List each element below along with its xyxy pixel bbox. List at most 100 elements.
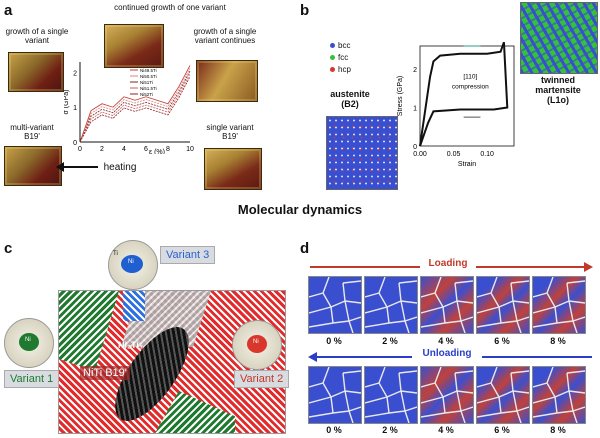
label-multi-variant: multi-variant B19' [10, 123, 54, 141]
series-line-4 [79, 76, 191, 143]
x-tick-label: 0.00 [413, 151, 427, 158]
unloading-arrow-head [308, 352, 317, 362]
series-line-0 [79, 65, 191, 143]
md-cell-unloading-4 [420, 366, 474, 424]
panel-label-c: c [4, 240, 13, 257]
legend-entry-3: Ni51.5Ti [140, 86, 157, 91]
unloading-curve [419, 42, 509, 147]
md-cell-loading-6 [476, 276, 530, 334]
molecular-dynamics-title: Molecular dynamics [237, 202, 363, 217]
md-box-one-variant [104, 24, 164, 68]
variant3-label: Variant 3 [160, 246, 216, 264]
md-cell-unloading-6 [476, 366, 530, 424]
label-continued-growth: continued growth of one variant [114, 3, 226, 12]
strain-bottom-0: 0 % [326, 425, 342, 435]
variant1-label: Variant 1 [4, 370, 60, 388]
strain-bottom-2: 2 % [382, 425, 398, 435]
x-tick-label: 8 [166, 146, 170, 153]
stress-strain-chart-a: 0246810012σ (GPa)ε (%)Ni49.5TiNi50.5TiNi… [64, 62, 194, 154]
x-tick-label: 4 [122, 146, 126, 153]
legend-entry-2: Ni51Ti [140, 80, 153, 85]
variant1-atom-cell: Ni [4, 318, 54, 368]
md-box-multi-variant [4, 146, 62, 186]
y-tick-label: 2 [413, 67, 417, 74]
y-tick-label: 2 [73, 70, 77, 77]
label-growth-single: growth of a single variant [5, 27, 69, 45]
martensite-text: martensite [535, 84, 581, 95]
x-tick-label: 0 [78, 146, 82, 153]
panel-label-a: a [4, 2, 13, 19]
series-line-2 [79, 70, 191, 143]
martensite-sub: (L1o) [547, 94, 569, 105]
variant2-ni: Ni [253, 339, 259, 345]
legend-bcc: bcc [338, 41, 351, 50]
martensite-image [520, 2, 598, 74]
md-cell-loading-0 [308, 276, 362, 334]
x-tick-label: 6 [144, 146, 148, 153]
annotation-110: [110] [463, 74, 477, 81]
legend-hcp: hcp [338, 65, 351, 74]
label-growth-continues: growth of a single variant continues [193, 27, 257, 45]
x-tick-label: 10 [186, 146, 194, 153]
heating-arrow-head [56, 162, 64, 172]
x-tick-label: 2 [100, 146, 104, 153]
heating-label: heating [103, 162, 137, 173]
austenite-label: austenite(B2) [320, 89, 380, 110]
bcc-dot [330, 43, 335, 48]
md-box-single-b19 [204, 148, 262, 190]
strain-bottom-6: 6 % [494, 425, 510, 435]
y-axis-label: σ (GPa) [64, 90, 70, 115]
series-line-1 [79, 68, 191, 143]
y-axis-label: Stress (GPa) [397, 76, 404, 116]
y-tick-label: 0 [73, 140, 77, 147]
md-cell-loading-2 [364, 276, 418, 334]
variant2-label: Variant 2 [234, 370, 290, 388]
austenite-text: austenite [330, 89, 370, 99]
x-tick-label: 0.10 [480, 151, 494, 158]
label-single-b19: single variant B19' [206, 123, 254, 141]
strain-bottom-8: 8 % [550, 425, 566, 435]
unloading-label: Unloading [412, 348, 482, 359]
strain-top-4: 4 % [438, 336, 454, 346]
atomic-structure-image [58, 290, 286, 434]
panel-label-d: d [300, 240, 310, 257]
heating-arrow-line [62, 166, 98, 168]
loading-arrow-head [584, 262, 593, 272]
y-tick-label: 0 [413, 144, 417, 151]
variant3-ni: Ni [128, 259, 134, 265]
series-line-3 [79, 73, 191, 143]
twinned-text: twinned [541, 75, 575, 85]
variant1-ni: Ni [25, 337, 31, 343]
md-box-single-variant [8, 52, 64, 92]
md-cell-unloading-8 [532, 366, 586, 424]
austenite-image [326, 116, 398, 190]
x-tick-label: 0.05 [447, 151, 461, 158]
annotation-compression: compression [452, 83, 489, 90]
panel-label-b: b [300, 2, 310, 19]
md-cell-unloading-0 [308, 366, 362, 424]
fcc-dot [330, 55, 335, 60]
strain-top-2: 2 % [382, 336, 398, 346]
austenite-sub: (B2) [341, 98, 359, 109]
legend-entry-1: Ni50.5Ti [140, 74, 157, 79]
md-cell-loading-8 [532, 276, 586, 334]
strain-bottom-4: 4 % [438, 425, 454, 435]
hcp-dot [330, 67, 335, 72]
x-axis-label: Strain [458, 161, 476, 168]
loading-label: Loading [420, 258, 476, 269]
legend-entry-0: Ni49.5Ti [140, 68, 157, 73]
x-axis-label: ε (%) [149, 149, 165, 154]
strain-top-6: 6 % [494, 336, 510, 346]
md-cell-unloading-2 [364, 366, 418, 424]
legend-entry-4: Ni52Ti [140, 92, 153, 97]
md-cell-loading-4 [420, 276, 474, 334]
niti-b19-label: NiTi B19' [80, 366, 130, 380]
y-tick-label: 1 [413, 106, 417, 113]
variant3-ti: Ti [113, 251, 118, 257]
ni2ti3-label: Ni₂Ti₃ [118, 340, 143, 350]
variant2-atom-cell: Ni [232, 320, 282, 370]
md-box-variant-continues [196, 60, 258, 102]
strain-top-8: 8 % [550, 336, 566, 346]
